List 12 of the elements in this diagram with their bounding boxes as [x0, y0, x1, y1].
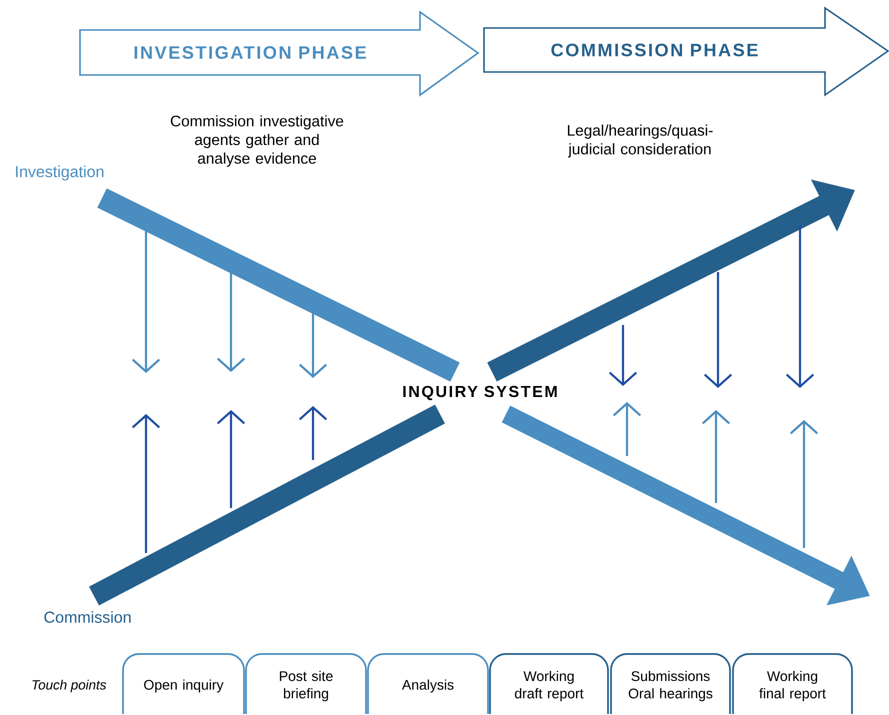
axis-label: Investigation — [16, 166, 104, 180]
touch-point-box: Working draft report — [489, 653, 609, 714]
touch-point-box: Working final report — [732, 653, 853, 714]
row-label: Touch points — [32, 680, 106, 692]
touch-point-box: Open inquiry — [122, 653, 245, 714]
axis-label: Commission — [44, 611, 131, 623]
touch-point-box: Post site briefing — [245, 653, 367, 714]
phase-description: Legal/hearings/quasi-judicial consideration — [568, 124, 713, 158]
center-title: INQUIRY SYSTEM — [403, 386, 557, 400]
phase-description: Commission investigative agents gather and analyse evidence — [170, 115, 344, 167]
touch-point-box: Analysis — [367, 653, 489, 714]
touch-point-box: Submissions Oral hearings — [610, 653, 731, 714]
